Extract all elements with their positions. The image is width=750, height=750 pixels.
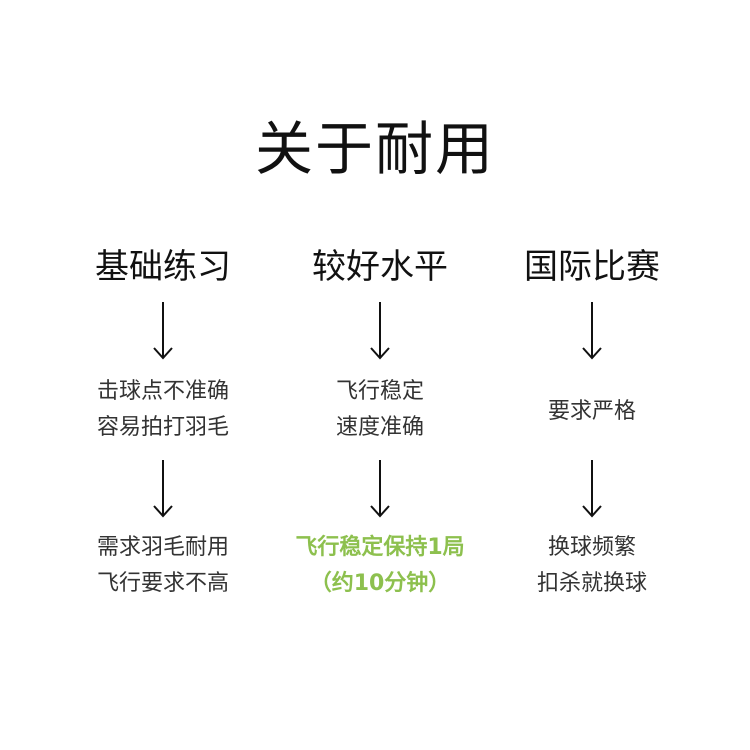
stage2-description: 换球频繁 扣杀就换球 xyxy=(477,530,707,602)
stage1-description: 飞行稳定 速度准确 xyxy=(265,374,495,446)
desc-line: 换球频繁 xyxy=(547,535,636,560)
page-title: 关于耐用 xyxy=(254,115,495,183)
desc-line: 要求严格 xyxy=(547,399,636,424)
column-heading: 基础练习 xyxy=(95,247,231,287)
arrow-down-icon xyxy=(582,302,602,360)
column-heading: 国际比赛 xyxy=(524,247,660,287)
arrow-down-icon xyxy=(153,460,173,518)
desc-line: 飞行稳定 xyxy=(335,379,424,404)
arrow-down-icon xyxy=(370,460,390,518)
desc-line: （约10分钟） xyxy=(309,571,451,596)
column-heading: 较好水平 xyxy=(312,247,448,287)
desc-line: 飞行要求不高 xyxy=(96,571,229,596)
desc-line: 飞行稳定保持1局 xyxy=(295,535,465,560)
stage2-description-highlight: 飞行稳定保持1局 （约10分钟） xyxy=(265,530,495,602)
arrow-down-icon xyxy=(370,302,390,360)
desc-line: 需求羽毛耐用 xyxy=(96,535,229,560)
arrow-down-icon xyxy=(582,460,602,518)
desc-line: 容易拍打羽毛 xyxy=(96,415,229,440)
stage2-description: 需求羽毛耐用 飞行要求不高 xyxy=(48,530,278,602)
desc-line: 扣杀就换球 xyxy=(536,571,647,596)
desc-line: 速度准确 xyxy=(335,415,424,440)
arrow-down-icon xyxy=(153,302,173,360)
desc-line: 击球点不准确 xyxy=(96,379,229,404)
stage1-description: 要求严格 xyxy=(477,394,707,430)
stage1-description: 击球点不准确 容易拍打羽毛 xyxy=(48,374,278,446)
